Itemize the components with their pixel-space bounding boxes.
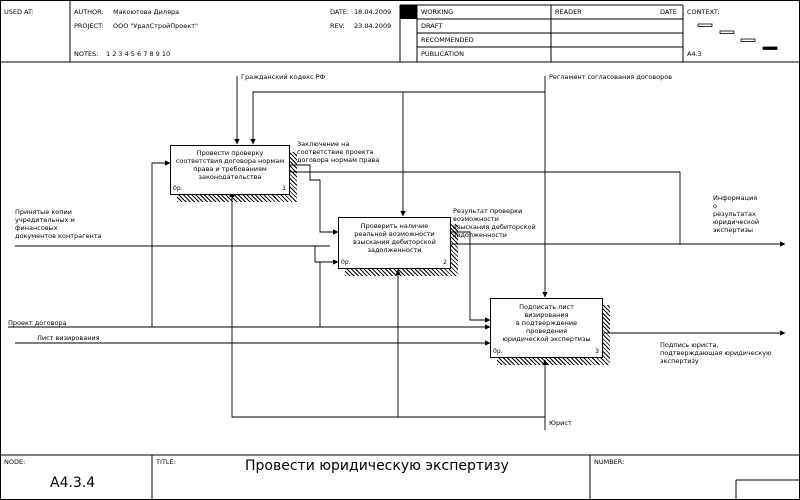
project-value: ООО "УралСтройПроект": [113, 22, 198, 30]
date-value: 18.04.2009: [354, 8, 392, 16]
arrow-civil-code: Гражданский кодекс РФ: [241, 73, 326, 81]
activity-box-1-num: 1: [282, 185, 286, 192]
context-node: A4.3: [687, 50, 702, 58]
activity-box-2-num: 2: [443, 259, 447, 266]
arrow-check-result: Результат проверки возможности взыскания…: [453, 207, 536, 239]
activity-box-2[interactable]: Проверить наличие реальной возможности в…: [338, 217, 451, 269]
arrow-contract-draft: Проект договора: [8, 319, 67, 327]
notes-label: NOTES:: [74, 50, 99, 58]
used-at-label: USED AT:: [4, 8, 34, 16]
activity-box-1[interactable]: Провести проверку соответствия договора …: [170, 145, 290, 195]
notes-value: 1 2 3 4 5 6 7 8 9 10: [106, 50, 171, 58]
author-value: Макоютова Диляра: [113, 8, 180, 16]
activity-box-1-label: Провести проверку соответствия договора …: [175, 149, 285, 181]
status-publication: PUBLICATION: [421, 50, 465, 58]
activity-box-3[interactable]: Подписать лист визирования в подтвержден…: [490, 298, 603, 358]
activity-box-3-cost: 0р.: [493, 348, 503, 355]
reader-label: READER: [555, 8, 582, 16]
rev-value: 23.04.2009: [354, 22, 392, 30]
status-recommended: RECOMMENDED: [421, 36, 474, 44]
arrow-regulation: Регламент согласования договоров: [549, 73, 672, 81]
activity-box-3-label: Подписать лист визирования в подтвержден…: [502, 303, 591, 343]
diagram-title: Провести юридическую экспертизу: [245, 458, 509, 474]
activity-box-3-num: 3: [595, 348, 599, 355]
arrow-documents: Принятые копии учредительных и финансовы…: [15, 208, 102, 240]
status-draft: DRAFT: [421, 22, 443, 30]
node-value: A4.3.4: [50, 475, 96, 491]
arrow-lawyer: Юрист: [549, 419, 572, 427]
number-label: NUMBER:: [594, 458, 625, 466]
activity-box-1-cost: 0р.: [173, 185, 183, 192]
arrow-information: Информация о результатах юридической экс…: [713, 194, 760, 234]
context-label: CONTEXT:: [687, 8, 720, 16]
node-label: NODE:: [4, 458, 26, 466]
activity-box-2-cost: 0р.: [341, 259, 351, 266]
arrow-approval-sheet: Лист визирования: [37, 334, 100, 342]
status-working: WORKING: [421, 8, 454, 16]
date2-label: DATE: [660, 8, 677, 16]
activity-box-2-label: Проверить наличие реальной возможности в…: [353, 222, 436, 254]
author-label: AUTHOR:: [74, 8, 104, 16]
project-label: PROJECT:: [74, 22, 104, 30]
arrow-conclusion: Заключение на соответствие проекта догов…: [297, 140, 380, 164]
date-label: DATE:: [330, 8, 350, 16]
title-label: TITLE:: [156, 458, 176, 466]
rev-label: REV:: [330, 22, 345, 30]
arrow-signature: Подпись юриста, подтверждающая юридическ…: [660, 341, 772, 365]
